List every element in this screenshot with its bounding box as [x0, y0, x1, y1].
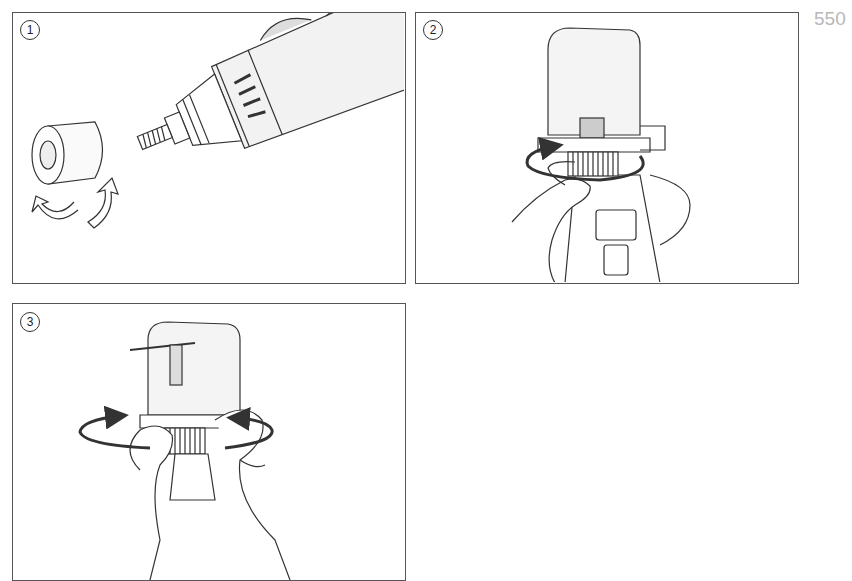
panel-frame [416, 13, 799, 284]
callout-number: 2 [430, 24, 437, 36]
cutting-disc-shield [130, 322, 290, 580]
callout-circle: 2 [423, 20, 443, 40]
rotation-arrow [527, 146, 643, 180]
panel-frame [13, 304, 406, 581]
rotation-arrow [80, 416, 272, 448]
page-number: 550 [814, 8, 846, 30]
callout-number: 1 [27, 24, 34, 36]
rotary-tool [118, 13, 404, 191]
callout-number: 3 [27, 316, 34, 328]
shield-attachment [512, 28, 690, 282]
collet-cap [32, 122, 118, 228]
callout-circle: 3 [20, 312, 40, 332]
callout-circle: 1 [20, 20, 40, 40]
